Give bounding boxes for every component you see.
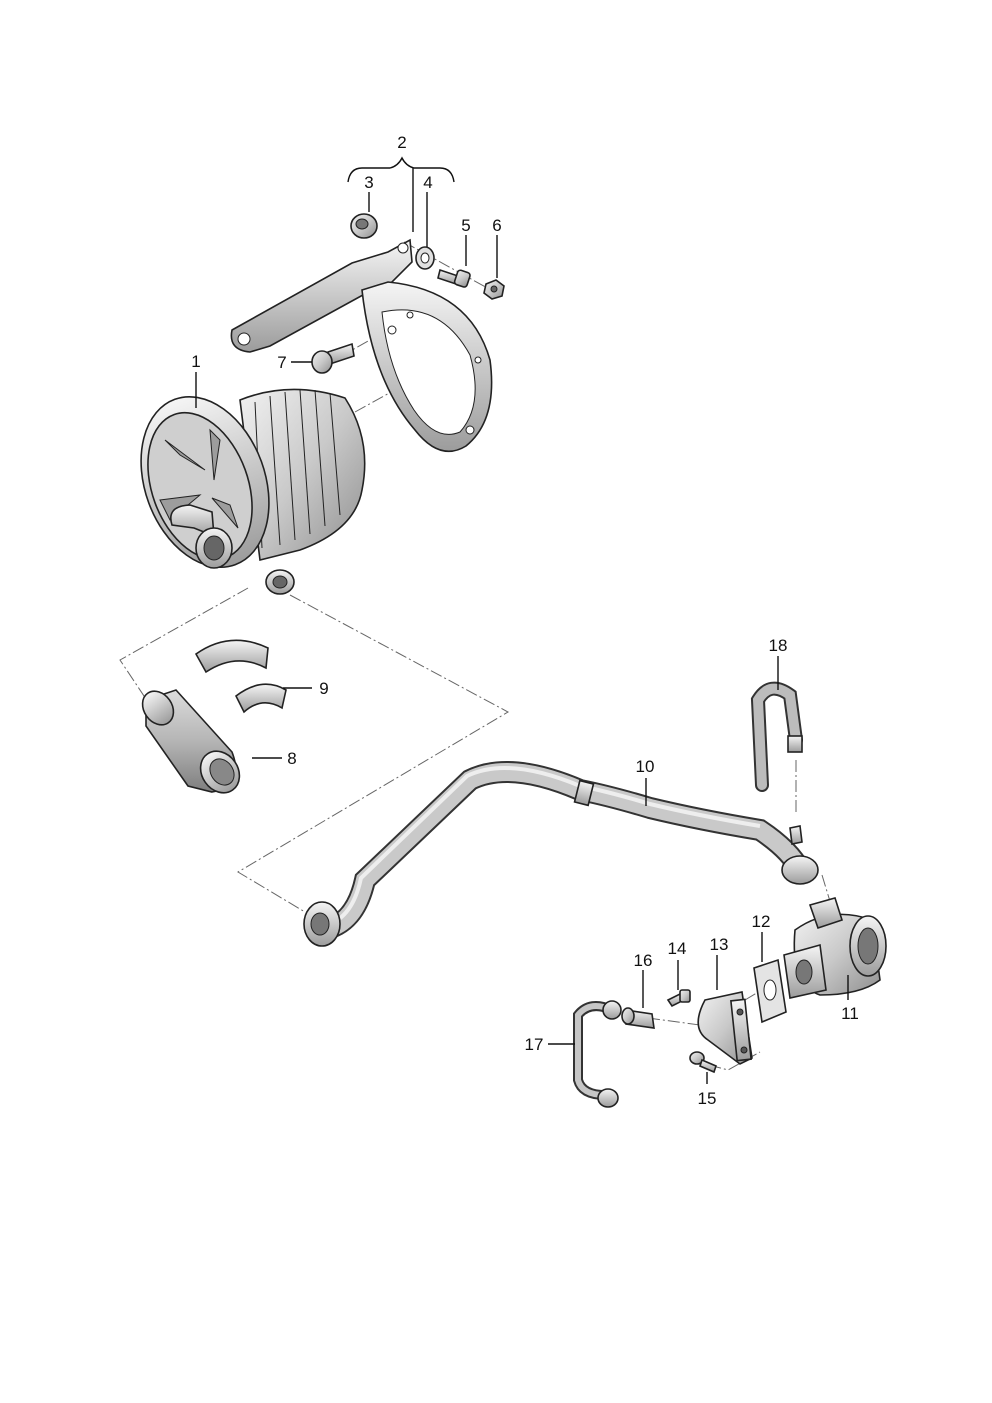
pipe-part-17 xyxy=(573,1000,622,1108)
rubber-bush-part xyxy=(350,213,378,239)
callout-18: 18 xyxy=(769,636,788,655)
callout-16: 16 xyxy=(634,951,653,970)
connector-part-8 xyxy=(141,689,241,794)
valve-part-11 xyxy=(783,897,887,999)
bolt-part-15 xyxy=(689,1051,717,1074)
nut-part-6 xyxy=(483,279,505,300)
callout-7: 7 xyxy=(277,353,286,372)
callout-5: 5 xyxy=(461,216,470,235)
callout-11: 11 xyxy=(841,1004,859,1023)
callout-6: 6 xyxy=(492,216,501,235)
bolt-part-7 xyxy=(311,342,355,374)
leader-lines xyxy=(195,156,849,1084)
callout-12: 12 xyxy=(752,912,771,931)
callout-2: 2 xyxy=(397,133,406,152)
callout-13: 13 xyxy=(710,935,729,954)
callout-labels: 1 2 3 4 5 6 7 8 9 10 11 12 13 14 15 16 1… xyxy=(191,133,859,1108)
hose-part-18 xyxy=(750,681,803,792)
clip-part-9 xyxy=(194,639,287,714)
callout-4: 4 xyxy=(423,173,432,192)
callout-10: 10 xyxy=(636,757,655,776)
bolt-part-14 xyxy=(666,989,691,1008)
callout-8: 8 xyxy=(287,749,296,768)
callout-3: 3 xyxy=(364,173,373,192)
callout-1: 1 xyxy=(191,352,200,371)
gasket-part-12 xyxy=(753,958,787,1024)
callout-9: 9 xyxy=(319,679,328,698)
bracket-part xyxy=(230,238,493,453)
fitting-part-16 xyxy=(621,1007,655,1029)
washer-part xyxy=(415,246,435,270)
bolt-part-5 xyxy=(437,268,471,288)
callout-17: 17 xyxy=(525,1035,544,1054)
pipe-part-10 xyxy=(303,761,819,947)
callout-15: 15 xyxy=(698,1089,717,1108)
air-pump-part xyxy=(140,388,366,595)
flange-part-13 xyxy=(697,991,753,1065)
callout-14: 14 xyxy=(668,939,687,958)
